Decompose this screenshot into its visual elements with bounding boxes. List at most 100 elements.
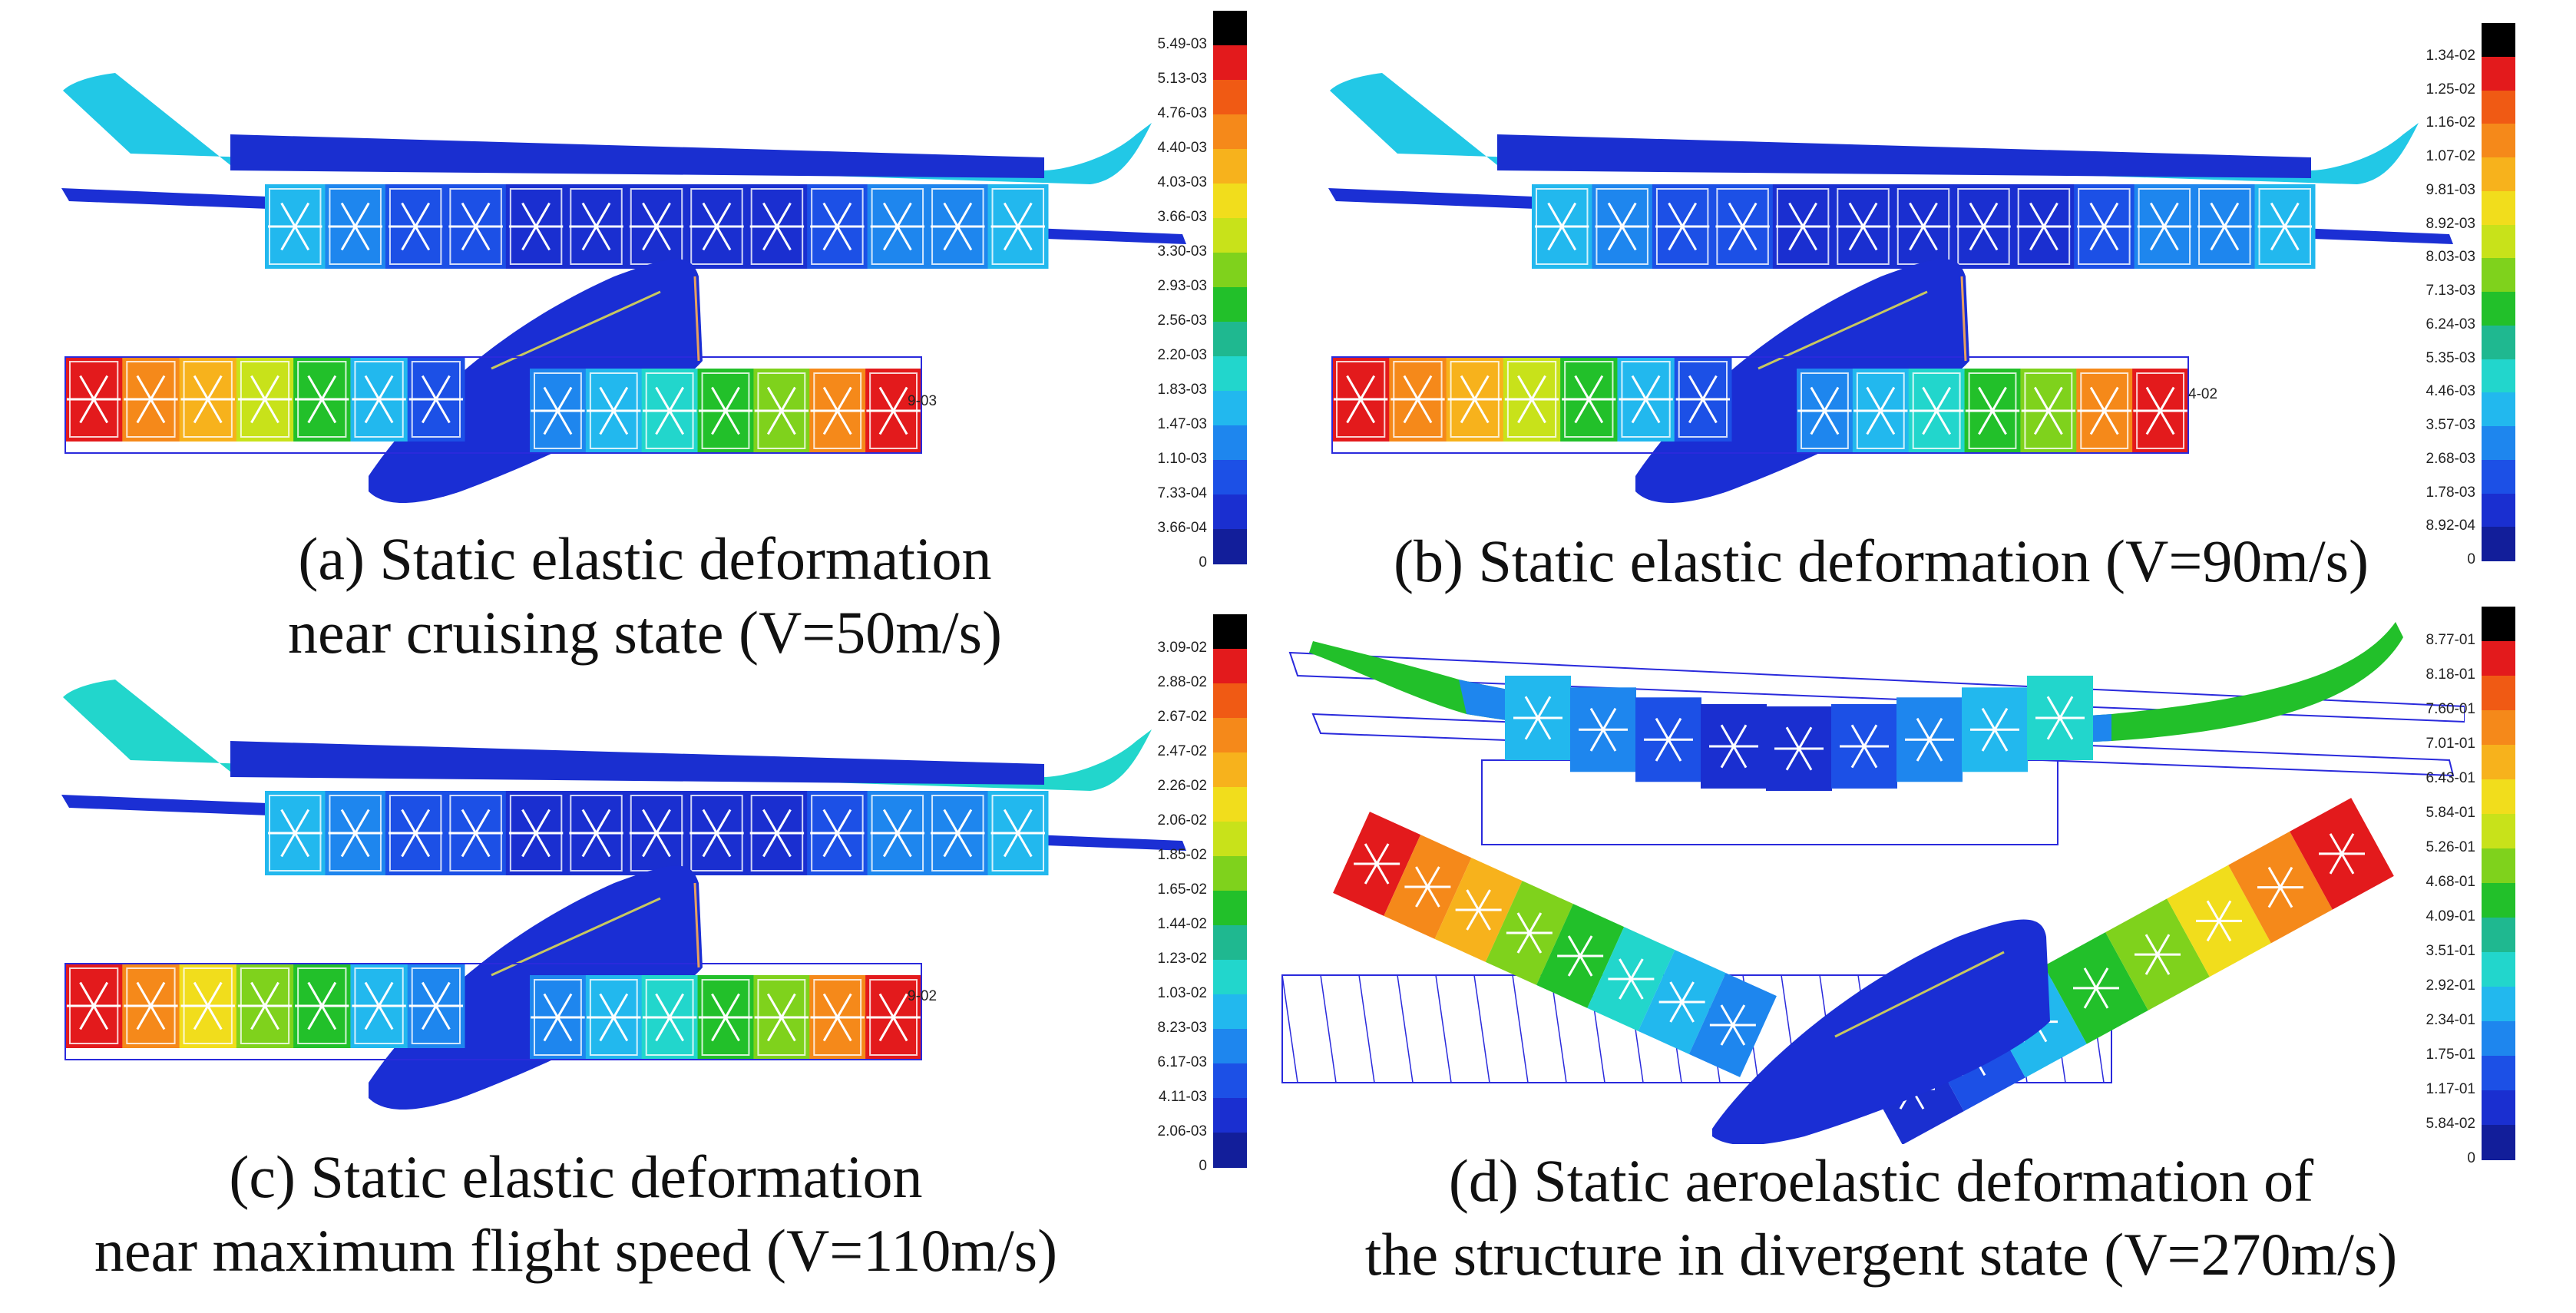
upper-rotor-box-rotor-blade	[475, 809, 491, 834]
upper-rotor-box-rotor-blade	[655, 832, 671, 858]
upper-rotor-blade	[1720, 746, 1735, 769]
colorbar-cell	[1213, 822, 1247, 857]
upper-rotor-box-rotor-blade	[1003, 202, 1020, 227]
main-wing-center	[1497, 134, 2311, 178]
caption-c-line-1: (c) Static elastic deformation	[229, 1143, 923, 1210]
colorbar-tick-label: 3.66-04	[1157, 520, 1207, 536]
lower-right-rotor-box-rotor-blade	[711, 1017, 727, 1042]
upper-rotor-blade	[1863, 724, 1878, 747]
aircraft-c	[61, 680, 1186, 1110]
upper-rotor-box-rotor-blade	[896, 226, 912, 251]
colorbar-tick-label: 5.49-03	[1157, 36, 1207, 52]
lower-left-rotor-box-rotor-blade	[150, 1005, 166, 1030]
upper-rotor-box-rotor-blade	[595, 226, 611, 251]
left-boom-rotor-blade	[1669, 1001, 1683, 1023]
lower-left-rotor-box-rotor-blade	[92, 375, 109, 400]
lower-left-rotor-box-rotor-blade	[364, 1005, 380, 1030]
colorbar-cell	[1213, 114, 1247, 150]
lower-right-rotor-box-rotor-blade	[599, 1017, 615, 1042]
lower-left-rotor-box-rotor-blade	[207, 399, 223, 424]
lower-right-rotor-box-rotor-blade	[711, 410, 727, 435]
right-boom-rotor-blade	[2340, 833, 2355, 855]
lower-left-rotor-box-rotor-blade	[150, 981, 166, 1007]
colorbar-tick-label: 3.51-01	[2426, 943, 2475, 959]
upper-rotor-box-rotor-blade	[642, 226, 658, 251]
upper-rotor-box-rotor-blade	[1862, 202, 1878, 227]
lower-left-rotor-box-rotor-blade	[207, 981, 223, 1007]
caption-d-line-2: the structure in divergent state (V=270m…	[1364, 1221, 2398, 1288]
lower-right-rotor-box-rotor-blade	[599, 410, 615, 435]
lower-right-rotor-box-rotor-blade	[543, 993, 559, 1018]
colorbar-tick-label: 1.17-01	[2426, 1081, 2475, 1097]
lower-right-rotor-box-rotor-blade	[780, 1017, 796, 1042]
upper-rotor-blade	[2046, 696, 2062, 719]
colorbar-cell	[1213, 425, 1247, 461]
colorbar-cell	[2482, 641, 2515, 676]
colorbar-tick-label: 2.67-02	[1157, 709, 1207, 725]
colorbar-tick-label: 2.88-02	[1157, 674, 1207, 690]
aircraft-d	[1281, 622, 2465, 1144]
colorbar-tick-label: 5.35-03	[2426, 349, 2475, 366]
upper-rotor-box-rotor-blade	[2042, 226, 2058, 251]
lower-right-rotor-box-rotor-blade	[2089, 410, 2106, 435]
lower-left-rotor-box-rotor-blade	[320, 1005, 337, 1030]
upper-rotor-box-rotor-blade	[1728, 226, 1744, 251]
lower-right-rotor-box-rotor-blade	[2159, 410, 2175, 435]
upper-rotor-box-rotor-blade	[1017, 202, 1033, 227]
lower-left-rotor-box-rotor-blade	[421, 399, 438, 424]
upper-rotor-box-rotor-blade	[1681, 202, 1698, 227]
lower-right-rotor-box-rotor-blade	[711, 386, 727, 412]
upper-rotor-box-rotor-blade	[957, 809, 973, 834]
side-label-a: 9-03	[908, 393, 937, 409]
left-boom-rotor-blade	[1364, 863, 1378, 885]
colorbar-tick-label: 8.03-03	[2426, 249, 2475, 266]
colorbar-tick-label: 5.84-02	[2426, 1116, 2475, 1132]
upper-rotor-box-rotor-blade	[882, 809, 899, 834]
upper-rotor-box-rotor-blade	[280, 832, 296, 858]
upper-rotor-box-rotor-blade	[702, 809, 718, 834]
upper-rotor-blade	[1720, 724, 1735, 747]
lower-right-rotor-box-rotor-blade	[1810, 410, 1826, 435]
right-boom-rotor-blade	[2095, 967, 2109, 989]
upper-rotor-box-rotor-blade	[2149, 226, 2166, 251]
upper-rotor-box-rotor-blade	[775, 832, 792, 858]
upper-rotor-box-rotor-blade	[2224, 202, 2240, 227]
colorbar-cell	[2482, 779, 2515, 815]
lower-right-rotor-box-rotor-blade	[1922, 410, 1938, 435]
aircraft-a	[61, 73, 1186, 503]
colorbar-tick-label: 2.06-03	[1157, 1123, 1207, 1139]
left-boom-rotor-blade	[1579, 955, 1593, 977]
upper-rotor-box-rotor-blade	[836, 202, 852, 227]
lower-left-rotor-box-rotor-blade	[1631, 375, 1647, 400]
lower-left-rotor-box-rotor-blade	[1473, 375, 1490, 400]
colorbar-cell	[2482, 952, 2515, 987]
colorbar-tick-label: 7.33-04	[1157, 485, 1207, 501]
upper-rotor-box-rotor-blade	[2089, 226, 2105, 251]
lower-left-rotor-box-rotor-blade	[1473, 399, 1490, 424]
left-boom-rotor-blade	[1619, 958, 1632, 980]
lower-left-rotor-box-rotor-blade	[250, 981, 266, 1007]
colorbar-cell	[1213, 494, 1247, 530]
lower-right-rotor-box-rotor-blade	[2033, 410, 2050, 435]
lower-left-rotor-box-rotor-blade	[92, 399, 109, 424]
colorbar-cell	[2482, 292, 2515, 326]
upper-rotor-box-rotor-blade	[1017, 226, 1033, 251]
lower-right-rotor-box-rotor-blade	[2103, 410, 2119, 435]
upper-rotor-blade	[1655, 717, 1670, 741]
lower-left-rotor-box-rotor-blade	[92, 1005, 109, 1030]
lower-left-rotor-box-rotor-blade	[193, 981, 210, 1007]
colorbar-cell	[1213, 253, 1247, 288]
colorbar-tick-label: 1.75-01	[2426, 1047, 2475, 1063]
colorbar-tick-label: 4.11-03	[1158, 1089, 1207, 1105]
left-boom-rotor-blade	[1516, 932, 1531, 954]
lower-left-rotor-box-rotor-blade	[150, 399, 166, 424]
colorbar-tick-label: 1.16-02	[2426, 114, 2475, 131]
left-boom-rotor-blade	[1567, 955, 1582, 977]
lower-right-rotor-box-rotor-blade	[1922, 386, 1938, 412]
upper-rotor-blade	[1981, 729, 1996, 752]
colorbar-cell	[1213, 322, 1247, 357]
colorbar-cell	[2482, 987, 2515, 1022]
lower-right-rotor-box-rotor-blade	[711, 993, 727, 1018]
lower-right-rotor-box-rotor-blade	[668, 386, 685, 412]
